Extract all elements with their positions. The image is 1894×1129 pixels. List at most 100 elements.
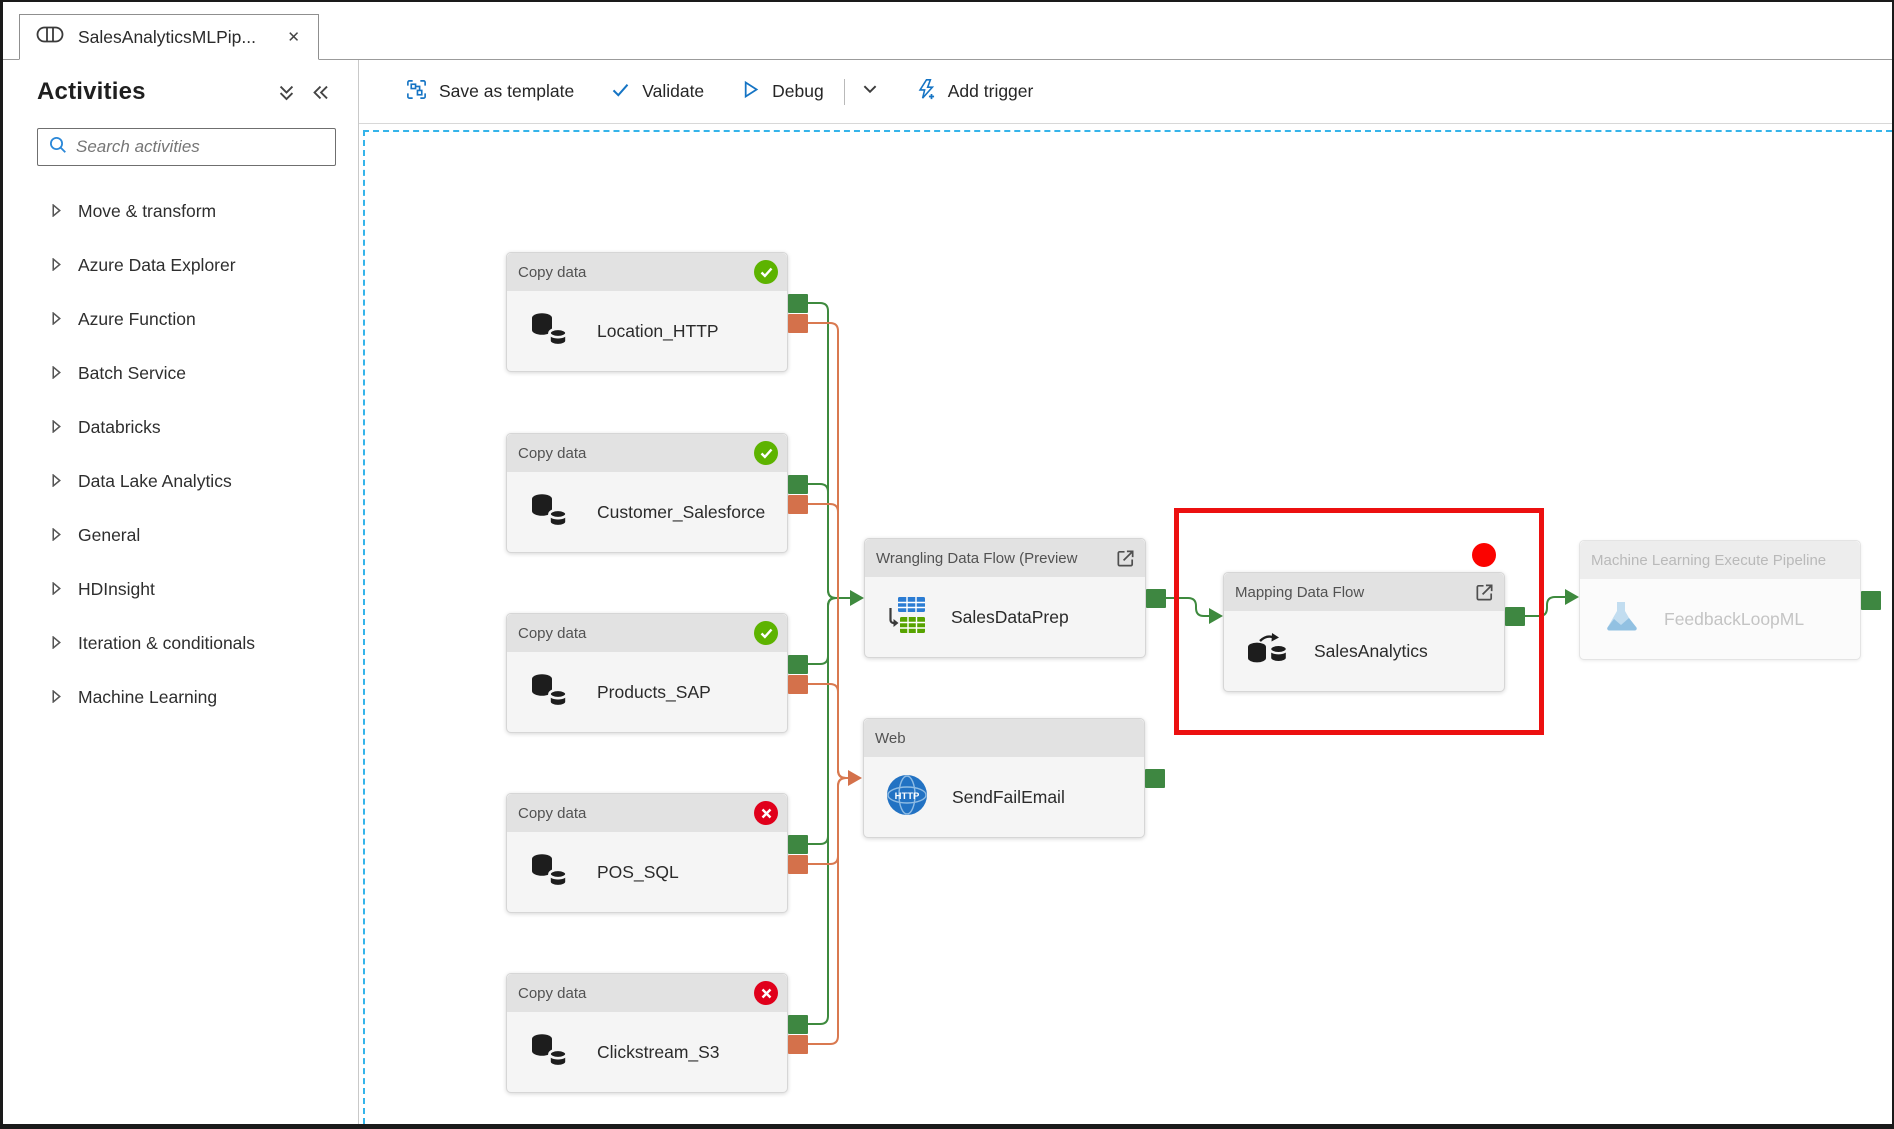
copy-data-icon	[529, 670, 573, 715]
node-body: Customer_Salesforce	[507, 472, 787, 553]
sidebar-item-hdinsight[interactable]: HDInsight	[3, 562, 358, 616]
chevron-right-icon	[51, 633, 62, 654]
sidebar-item-label: Batch Service	[78, 362, 186, 383]
node-name-label: SalesDataPrep	[951, 607, 1069, 627]
debug-button[interactable]: Debug	[740, 79, 824, 105]
sidebar-item-iteration-conditionals[interactable]: Iteration & conditionals	[3, 616, 358, 670]
failure-output-port[interactable]	[788, 675, 808, 694]
node-name-label: Customer_Salesforce	[597, 502, 766, 522]
external-link-icon[interactable]	[1474, 582, 1495, 603]
save-as-template-button[interactable]: Save as template	[405, 78, 574, 106]
sidebar-item-label: General	[78, 524, 141, 545]
failure-output-port[interactable]	[788, 855, 808, 874]
red-dot-annotation	[1472, 543, 1496, 567]
node-body: SalesAnalytics	[1224, 611, 1504, 692]
success-output-port[interactable]	[788, 835, 808, 854]
chevron-right-icon	[51, 417, 62, 438]
debug-options-chevron[interactable]	[861, 80, 879, 103]
success-output-port[interactable]	[788, 655, 808, 674]
sidebar-item-data-lake-analytics[interactable]: Data Lake Analytics	[3, 454, 358, 508]
success-output-port[interactable]	[1861, 591, 1881, 610]
add-trigger-button[interactable]: Add trigger	[915, 78, 1034, 105]
node-name-label: Location_HTTP	[597, 321, 719, 341]
chevron-right-icon	[51, 255, 62, 276]
search-input[interactable]	[76, 137, 325, 157]
toolbar-divider	[843, 78, 845, 105]
close-icon[interactable]: ✕	[287, 29, 300, 46]
success-output-port[interactable]	[788, 294, 808, 313]
node-name-label: SalesAnalytics	[1314, 641, 1428, 661]
sidebar-item-batch-service[interactable]: Batch Service	[3, 346, 358, 400]
sidebar-item-azure-function[interactable]: Azure Function	[3, 292, 358, 346]
node-type-label: Copy data	[518, 984, 587, 1002]
success-output-port[interactable]	[1146, 589, 1166, 608]
node-header: Machine Learning Execute Pipeline	[1580, 541, 1860, 579]
tab-sales-analytics-pipeline[interactable]: SalesAnalyticsMLPip... ✕	[19, 14, 319, 60]
external-link-icon[interactable]	[1115, 548, 1136, 569]
save-as-template-icon	[405, 78, 428, 106]
success-badge-icon	[754, 621, 778, 645]
collapse-all-icon[interactable]	[278, 83, 295, 102]
failure-output-port[interactable]	[788, 1035, 808, 1054]
node-name-label: SendFailEmail	[952, 787, 1065, 807]
node-type-label: Wrangling Data Flow (Preview	[876, 549, 1078, 567]
machine-learning-icon	[1602, 599, 1640, 640]
chevron-right-icon	[51, 363, 62, 384]
failure-output-port[interactable]	[788, 495, 808, 514]
add-trigger-icon	[915, 78, 937, 105]
pipeline-toolbar: Save as template Validate Debug	[359, 60, 1892, 124]
validate-button[interactable]: Validate	[610, 79, 704, 105]
sidebar-item-label: HDInsight	[78, 578, 155, 599]
sidebar-item-azure-data-explorer[interactable]: Azure Data Explorer	[3, 238, 358, 292]
node-type-label: Mapping Data Flow	[1235, 583, 1365, 601]
search-activities-box[interactable]	[37, 128, 336, 166]
sidebar-item-general[interactable]: General	[3, 508, 358, 562]
chevron-right-icon	[51, 309, 62, 330]
sidebar-item-label: Iteration & conditionals	[78, 632, 256, 653]
error-badge-icon	[754, 801, 778, 825]
sidebar-item-databricks[interactable]: Databricks	[3, 400, 358, 454]
collapse-panel-icon[interactable]	[311, 84, 330, 101]
sidebar-item-machine-learning[interactable]: Machine Learning	[3, 670, 358, 724]
node-type-label: Copy data	[518, 263, 587, 281]
sidebar-item-label: Azure Data Explorer	[78, 254, 236, 275]
error-badge-icon	[754, 981, 778, 1005]
node-header: Wrangling Data Flow (Preview	[865, 539, 1145, 577]
node-body: POS_SQL	[507, 832, 787, 913]
success-output-port[interactable]	[1505, 607, 1525, 626]
failure-output-port[interactable]	[788, 314, 808, 333]
highlight-rectangle	[1174, 508, 1544, 735]
pipeline-icon	[36, 25, 64, 49]
sidebar-item-move-transform[interactable]: Move & transform	[3, 184, 358, 238]
success-output-port[interactable]	[788, 1015, 808, 1034]
wrangling-data-flow-icon	[887, 595, 927, 640]
sidebar-item-label: Move & transform	[78, 200, 217, 221]
copy-data-icon	[529, 490, 573, 535]
sidebar-title: Activities	[37, 78, 146, 105]
success-output-port[interactable]	[1145, 769, 1165, 788]
node-header: Copy data	[507, 794, 787, 832]
chevron-right-icon	[51, 201, 62, 222]
success-output-port[interactable]	[788, 475, 808, 494]
search-icon	[48, 135, 68, 160]
canvas-border-left	[363, 130, 365, 1124]
tab-strip: SalesAnalyticsMLPip... ✕	[3, 2, 1892, 60]
node-header: Mapping Data Flow	[1224, 573, 1504, 611]
chevron-right-icon	[51, 687, 62, 708]
add-trigger-label: Add trigger	[947, 81, 1034, 101]
chevron-right-icon	[51, 471, 62, 492]
node-body: Location_HTTP	[507, 291, 787, 372]
node-body: SalesDataPrep	[865, 577, 1145, 658]
